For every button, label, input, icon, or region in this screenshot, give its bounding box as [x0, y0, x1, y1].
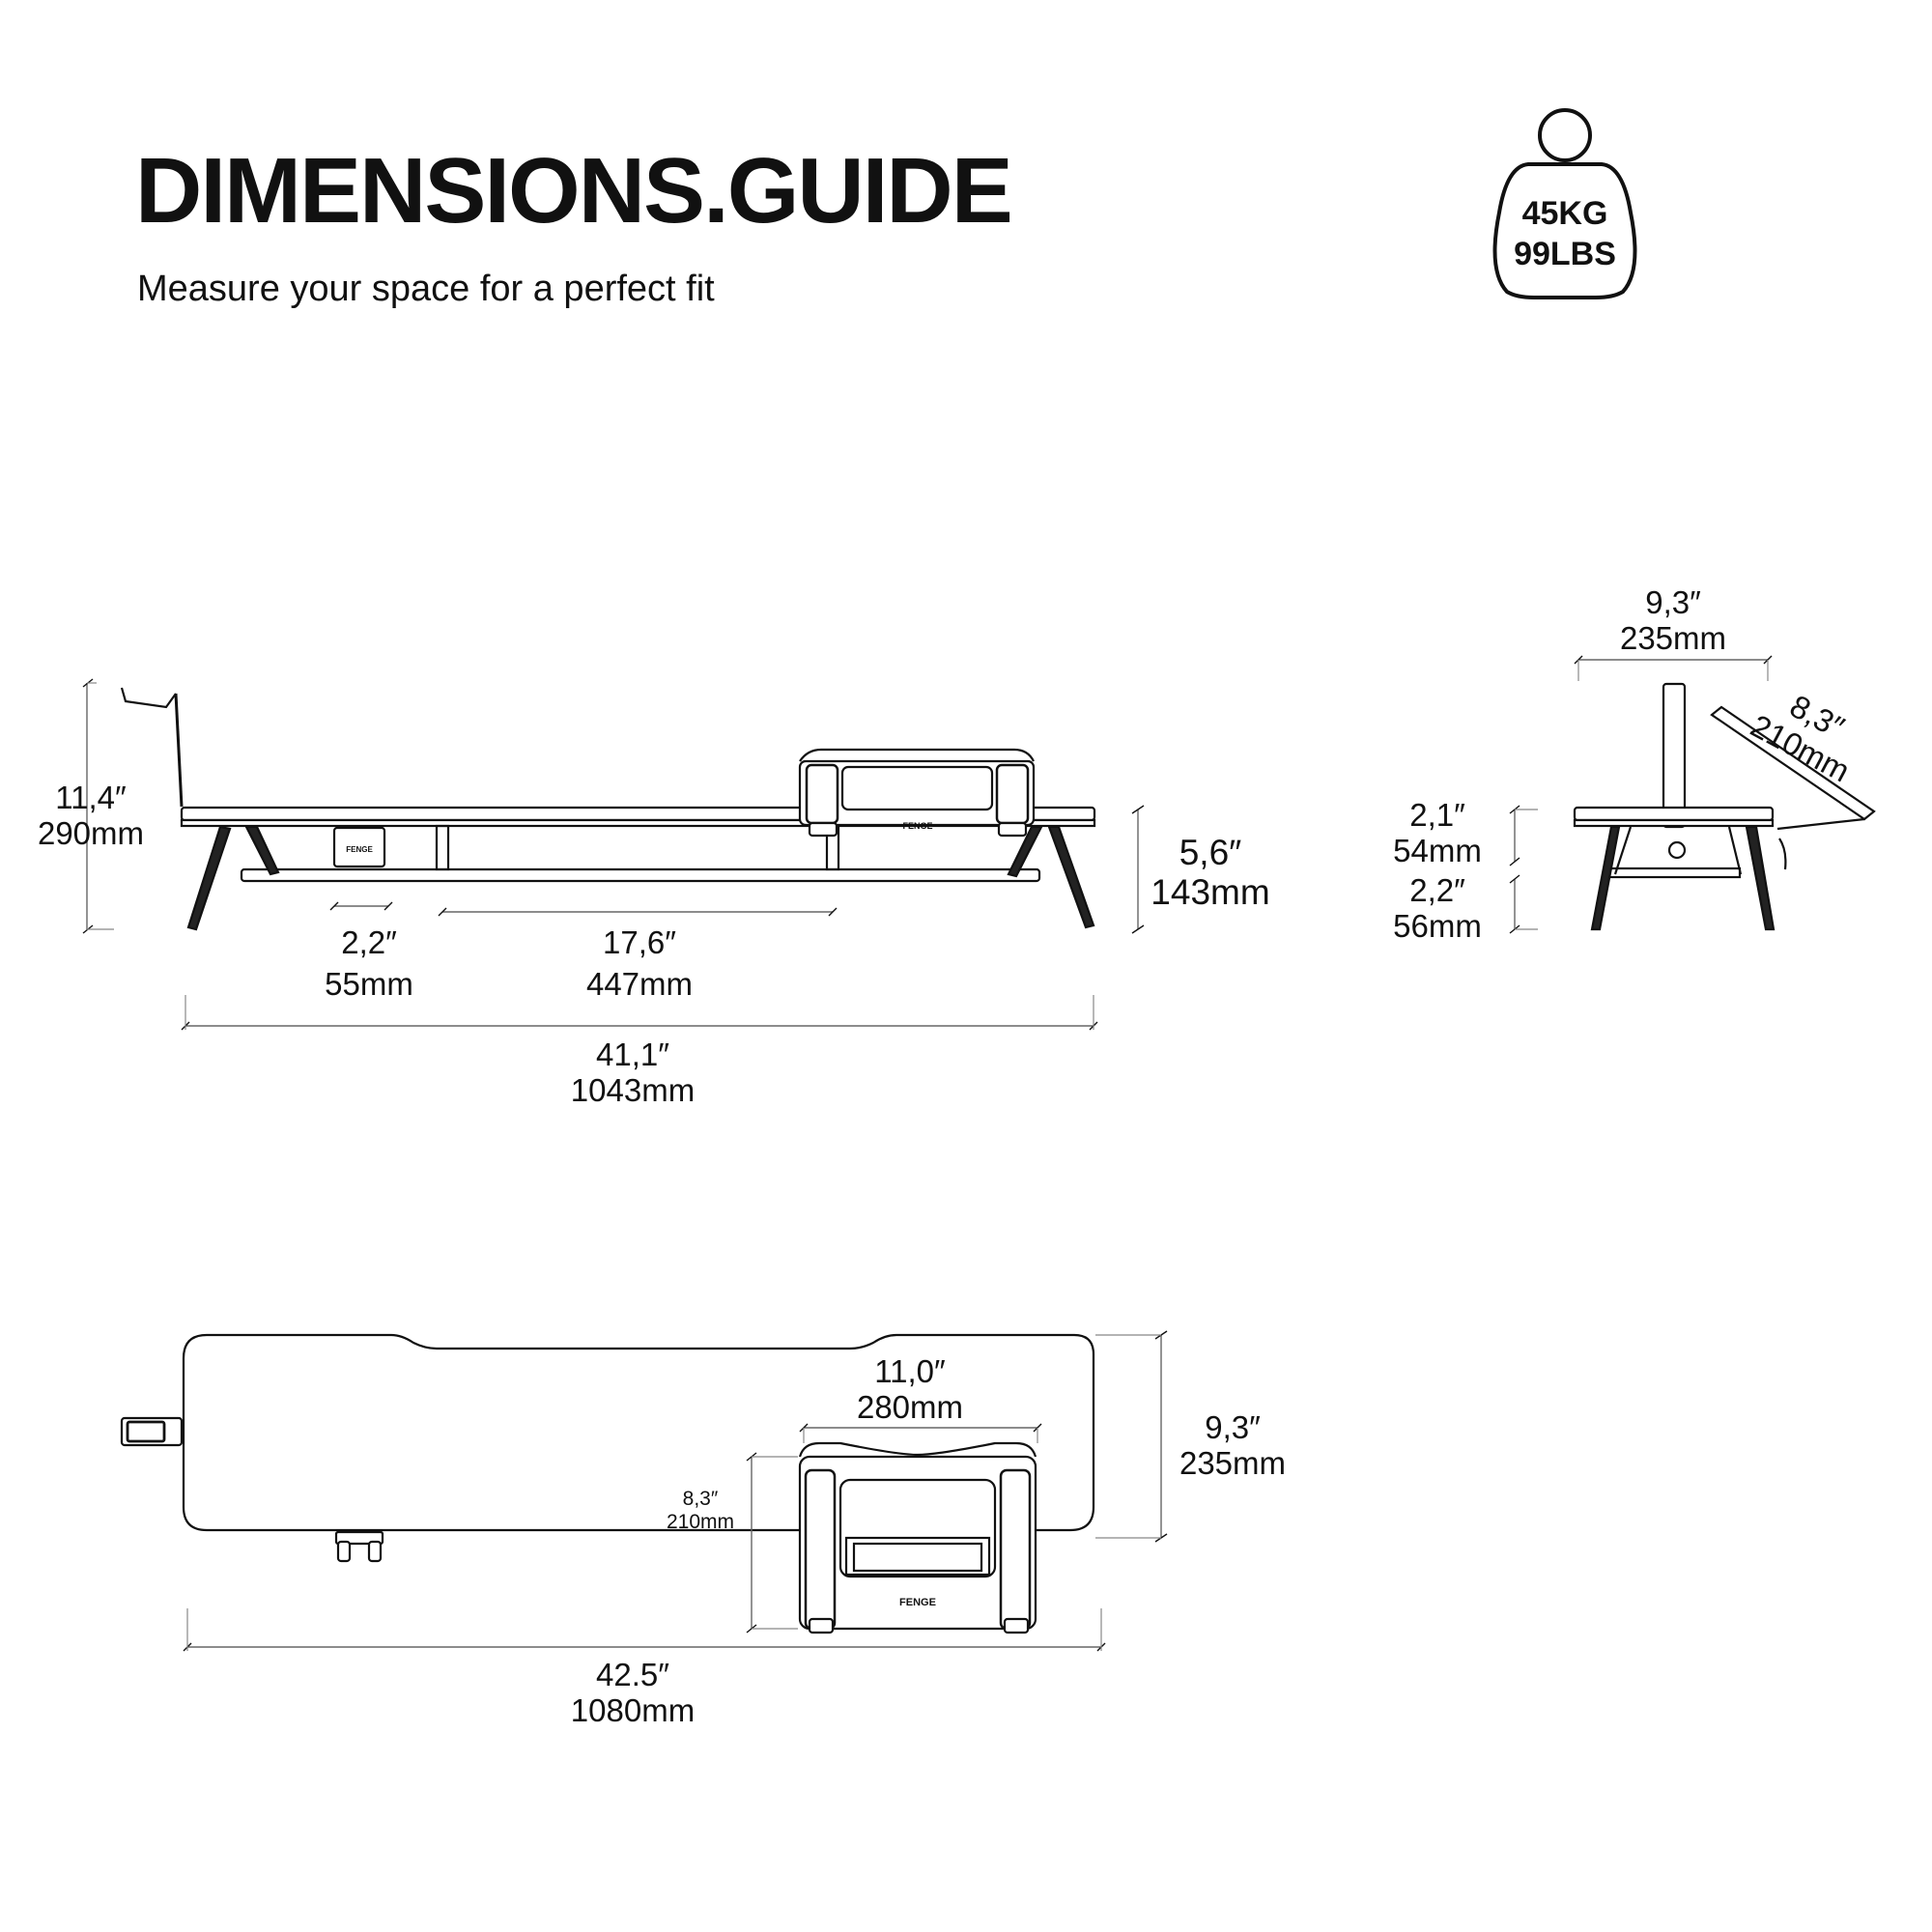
top-depth-label: 9,3″235mm: [1179, 1409, 1287, 1481]
front-total-width-label: 41,1″1043mm: [570, 1037, 696, 1108]
weight-lbs: 99LBS: [1514, 236, 1616, 272]
front-height-label: 11,4″290mm: [37, 780, 145, 851]
svg-text:FENGE: FENGE: [346, 845, 373, 854]
page-subtitle: Measure your space for a perfect fit: [137, 269, 715, 309]
top-total-width-label: 42.5″1080mm: [570, 1657, 696, 1728]
weight-kg: 45KG: [1521, 195, 1608, 232]
brand-mark-top: FENGE: [899, 1597, 936, 1608]
page-title: DIMENSIONS.GUIDE: [135, 139, 1013, 242]
front-hook-width-label: 2,2″55mm: [325, 924, 413, 1002]
brand-mark-front: FENGE: [902, 821, 932, 831]
front-gap-width-label: 17,6″447mm: [585, 924, 694, 1002]
top-stand-depth-label: 8,3″210mm: [666, 1488, 735, 1533]
front-view: FENGE FENGE: [82, 678, 1145, 1031]
side-depth-label: 9,3″235mm: [1619, 584, 1727, 656]
front-shelf-height-label: 5,6″143mm: [1151, 833, 1270, 913]
top-view: FENGE: [120, 1330, 1168, 1652]
weight-badge: 45KG 99LBS: [1478, 106, 1652, 304]
side-view: [1509, 655, 1876, 934]
top-stand-width-label: 11,0″280mm: [856, 1353, 964, 1425]
side-upper-height-label: 2,1″54mm: [1393, 797, 1482, 868]
side-lower-height-label: 2,2″56mm: [1393, 872, 1482, 944]
kettlebell-weight-icon: [1492, 108, 1637, 299]
